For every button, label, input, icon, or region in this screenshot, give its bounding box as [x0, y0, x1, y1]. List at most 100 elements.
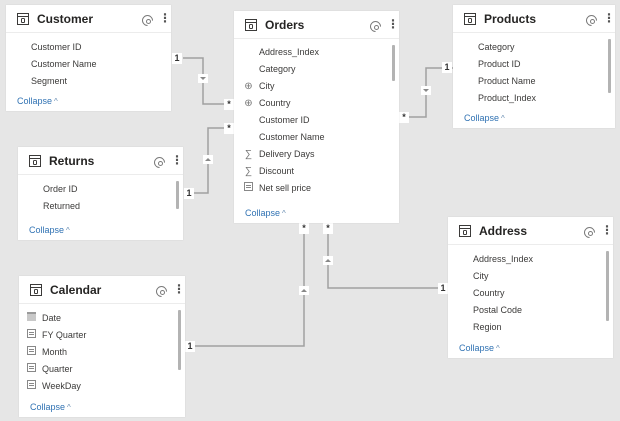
visibility-icon[interactable]: [142, 15, 153, 24]
field-item[interactable]: Product ID: [478, 59, 521, 69]
field-list: Address_Index City Country Postal Code R…: [448, 245, 613, 336]
field-item[interactable]: Customer Name: [31, 59, 97, 69]
globe-icon: ⊕: [244, 81, 253, 92]
field-item[interactable]: WeekDay: [19, 378, 185, 395]
collapse-link[interactable]: Collapse^: [29, 225, 70, 235]
field-item[interactable]: Postal Code: [473, 305, 523, 315]
field-item[interactable]: FY Quarter: [19, 327, 185, 344]
field-item[interactable]: Quarter: [19, 361, 185, 378]
visibility-icon[interactable]: [586, 15, 597, 24]
table-card-calendar[interactable]: Calendar ⋮ Date FY Quarter Month Quarter…: [19, 276, 185, 417]
field-item[interactable]: ⊕City: [234, 78, 399, 95]
relationship-customer-one-marker[interactable]: 1: [172, 53, 182, 64]
field-item[interactable]: Net sell price: [234, 180, 399, 197]
table-header[interactable]: Products ⋮: [453, 5, 615, 33]
scrollbar[interactable]: [176, 181, 179, 209]
more-options-icon[interactable]: ⋮: [159, 11, 171, 25]
field-item[interactable]: Date: [19, 310, 185, 327]
field-item[interactable]: Customer ID: [259, 115, 310, 125]
field-item[interactable]: ∑Delivery Days: [234, 146, 399, 163]
table-icon: [30, 283, 42, 296]
field-item[interactable]: Customer ID: [31, 42, 82, 52]
field-item[interactable]: Category: [478, 42, 515, 52]
field-item[interactable]: ⊕Country: [234, 95, 399, 112]
field-item[interactable]: Category: [259, 64, 296, 74]
field-item[interactable]: Product Name: [478, 76, 536, 86]
field-item[interactable]: City: [473, 271, 489, 281]
chevron-up-icon: ^: [501, 114, 505, 123]
relationship-address-one-marker[interactable]: 1: [438, 283, 448, 294]
visibility-icon[interactable]: [154, 157, 165, 166]
field-item[interactable]: Customer Name: [259, 132, 325, 142]
chevron-up-icon: ^: [496, 344, 500, 353]
calendar-icon: [27, 312, 36, 321]
scrollbar[interactable]: [608, 39, 611, 93]
table-icon: [464, 12, 476, 25]
table-card-orders[interactable]: Orders ⋮ Address_Index Category ⊕City ⊕C…: [234, 11, 399, 223]
sigma-icon: ∑: [244, 166, 253, 177]
relationship-products-one-marker[interactable]: 1: [442, 62, 452, 73]
more-options-icon[interactable]: ⋮: [603, 11, 615, 25]
scrollbar[interactable]: [606, 251, 609, 321]
collapse-link[interactable]: Collapse^: [464, 113, 505, 123]
more-options-icon[interactable]: ⋮: [173, 282, 185, 296]
calculated-column-icon: [27, 380, 36, 389]
relationship-returns-many-marker[interactable]: *: [224, 123, 234, 134]
collapse-link[interactable]: Collapse^: [30, 402, 71, 412]
collapse-link[interactable]: Collapse^: [17, 96, 58, 106]
relationship-products-many-marker[interactable]: *: [399, 112, 409, 123]
table-header[interactable]: Returns ⋮: [18, 147, 183, 175]
more-options-icon[interactable]: ⋮: [387, 17, 399, 31]
relationship-address-direction-arrow-icon[interactable]: [323, 256, 333, 265]
scrollbar[interactable]: [392, 45, 395, 81]
visibility-icon[interactable]: [370, 21, 381, 30]
table-card-products[interactable]: Products ⋮ Category Product ID Product N…: [453, 5, 615, 128]
relationship-customer-many-marker[interactable]: *: [224, 99, 234, 110]
relationship-calendar-one-marker[interactable]: 1: [185, 341, 195, 352]
table-title: Calendar: [50, 282, 102, 297]
relationship-address-many-marker[interactable]: *: [323, 223, 333, 234]
table-icon: [245, 18, 257, 31]
relationship-calendar-many-marker[interactable]: *: [299, 223, 309, 234]
field-item[interactable]: Product_Index: [478, 93, 537, 103]
field-item[interactable]: Month: [19, 344, 185, 361]
field-item[interactable]: Order ID: [43, 184, 78, 194]
field-list: Date FY Quarter Month Quarter WeekDay: [19, 304, 185, 395]
collapse-link[interactable]: Collapse^: [245, 208, 286, 218]
relationship-returns-one-marker[interactable]: 1: [184, 188, 194, 199]
table-card-address[interactable]: Address ⋮ Address_Index City Country Pos…: [448, 217, 613, 358]
field-item[interactable]: Address_Index: [259, 47, 320, 57]
table-card-customer[interactable]: Customer ⋮ Customer ID Customer Name Seg…: [6, 5, 171, 111]
field-item[interactable]: Returned: [43, 201, 81, 211]
relationship-returns-direction-arrow-icon[interactable]: [203, 155, 213, 164]
chevron-up-icon: ^: [54, 97, 58, 106]
table-icon: [29, 154, 41, 167]
more-options-icon[interactable]: ⋮: [601, 223, 613, 237]
table-header[interactable]: Calendar ⋮: [19, 276, 185, 304]
table-title: Returns: [49, 153, 95, 168]
table-header[interactable]: Address ⋮: [448, 217, 613, 245]
visibility-icon[interactable]: [584, 227, 595, 236]
field-list: Order ID Returned: [18, 175, 183, 215]
table-card-returns[interactable]: Returns ⋮ Order ID Returned Collapse^: [18, 147, 183, 240]
table-header[interactable]: Customer ⋮: [6, 5, 171, 33]
field-item[interactable]: ∑Discount: [234, 163, 399, 180]
table-title: Customer: [37, 11, 94, 26]
field-list: Address_Index Category ⊕City ⊕Country Cu…: [234, 39, 399, 197]
field-item[interactable]: Region: [473, 322, 502, 332]
table-header[interactable]: Orders ⋮: [234, 11, 399, 39]
table-title: Orders: [265, 17, 305, 32]
field-item[interactable]: Segment: [31, 76, 68, 86]
calculated-column-icon: [27, 346, 36, 355]
scrollbar[interactable]: [178, 310, 181, 370]
relationship-customer-direction-arrow-icon[interactable]: [198, 74, 208, 83]
field-item[interactable]: Address_Index: [473, 254, 534, 264]
visibility-icon[interactable]: [156, 286, 167, 295]
table-title: Products: [484, 11, 537, 26]
more-options-icon[interactable]: ⋮: [171, 153, 183, 167]
field-item[interactable]: Country: [473, 288, 505, 298]
relationship-calendar-direction-arrow-icon[interactable]: [299, 286, 309, 295]
relationship-products-direction-arrow-icon[interactable]: [421, 86, 431, 95]
collapse-link[interactable]: Collapse^: [459, 343, 500, 353]
